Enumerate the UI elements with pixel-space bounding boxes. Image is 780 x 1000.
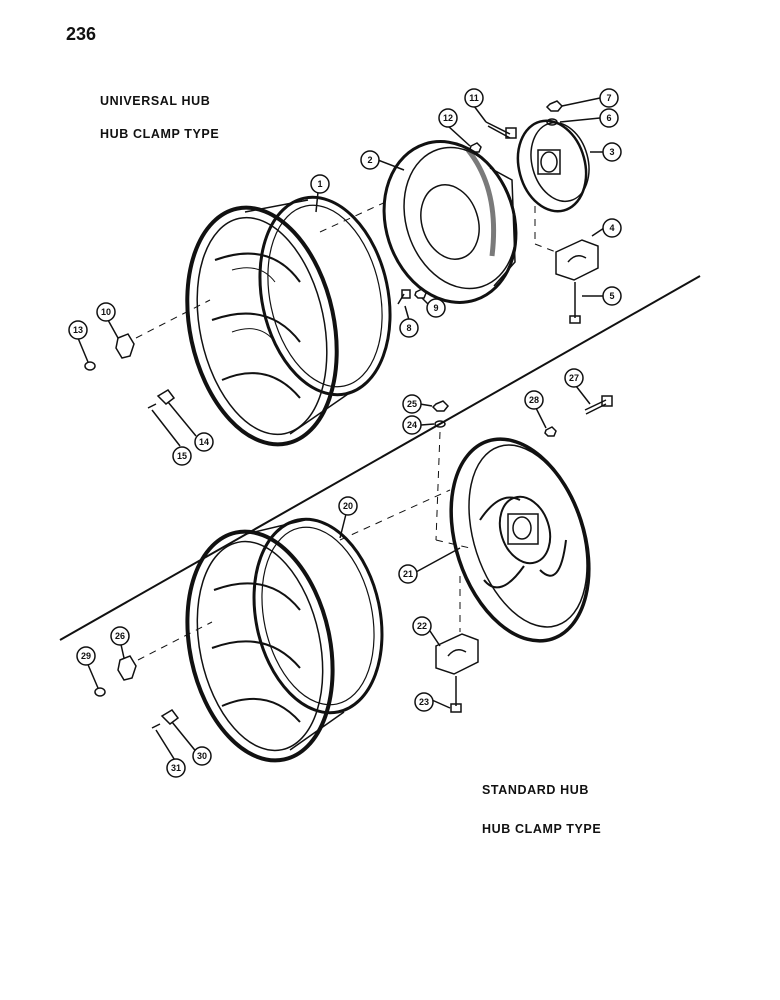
- callout-6: [599, 108, 619, 128]
- callout-26: [110, 626, 130, 646]
- callout-22: [412, 616, 432, 636]
- bolt-31: [151, 723, 161, 729]
- callout-3-label: 3: [609, 147, 614, 157]
- clamp-standard: [435, 633, 479, 675]
- wheel-disc-standard: [449, 437, 591, 643]
- callout-21: [398, 564, 418, 584]
- callout-9-label: 9: [433, 303, 438, 313]
- callout-1-label: 1: [317, 179, 322, 189]
- stud-27: [584, 395, 613, 415]
- callout-26-label: 26: [115, 631, 125, 641]
- callout-12-label: 12: [443, 113, 453, 123]
- callout-27-label: 27: [569, 373, 579, 383]
- nut-24: [434, 420, 446, 428]
- page-number: 236: [66, 24, 97, 44]
- callout-29: [76, 646, 96, 666]
- clamp-26: [117, 655, 137, 681]
- stud-11: [485, 121, 517, 139]
- callout-10-label: 10: [101, 307, 111, 317]
- clip-14: [156, 389, 176, 405]
- callout-24: [402, 415, 422, 435]
- callout-28: [524, 390, 544, 410]
- nut-29: [94, 687, 106, 697]
- callout-1: [310, 174, 330, 194]
- callout-6-label: 6: [606, 113, 611, 123]
- callout-8: [399, 318, 419, 338]
- callout-8-label: 8: [406, 323, 411, 333]
- wheel-disc-universal: [382, 140, 518, 304]
- nut-12: [469, 142, 482, 153]
- callout-10: [96, 302, 116, 322]
- callout-5-label: 5: [609, 291, 614, 301]
- bolt-23: [450, 676, 462, 713]
- bolt-15: [147, 403, 157, 409]
- callout-29-label: 29: [81, 651, 91, 661]
- assembly-lines-standard: [137, 431, 471, 661]
- callout-23-label: 23: [419, 697, 429, 707]
- universal-hub-title: UNIVERSAL HUB: [100, 94, 211, 108]
- callout-4: [602, 218, 622, 238]
- callouts: [77, 97, 605, 763]
- section-divider: [59, 275, 701, 641]
- callout-12: [438, 108, 458, 128]
- clamp-universal: [555, 239, 599, 281]
- callout-30-label: 30: [197, 751, 207, 761]
- bolt-5: [569, 282, 581, 324]
- clip-30: [160, 709, 180, 725]
- callout-21-label: 21: [403, 569, 413, 579]
- nut-13: [84, 361, 96, 371]
- callout-2: [360, 150, 380, 170]
- callout-2-label: 2: [367, 155, 372, 165]
- nut-7: [545, 100, 564, 112]
- callout-31: [166, 758, 186, 778]
- callout-7: [599, 88, 619, 108]
- nut-9: [414, 288, 427, 299]
- nut-28: [544, 426, 557, 437]
- assembly-lines-universal: [135, 199, 557, 339]
- standard-hub-subtitle: HUB CLAMP TYPE: [482, 822, 602, 836]
- callout-7-label: 7: [606, 93, 611, 103]
- callout-23: [414, 692, 434, 712]
- callout-30: [192, 746, 212, 766]
- nut-25: [431, 400, 450, 412]
- callout-20: [338, 496, 358, 516]
- callout-25-label: 25: [407, 399, 417, 409]
- rim-universal: [185, 195, 392, 447]
- rim-standard: [185, 517, 384, 763]
- callout-4-label: 4: [609, 223, 614, 233]
- standard-hub-title: STANDARD HUB: [482, 783, 589, 797]
- callout-11: [464, 88, 484, 108]
- universal-hub-subtitle: HUB CLAMP TYPE: [100, 127, 220, 141]
- hub-universal: [516, 119, 590, 213]
- callout-14: [194, 432, 214, 452]
- callout-3: [602, 142, 622, 162]
- callout-15: [172, 446, 192, 466]
- clamp-10: [115, 333, 135, 359]
- callout-5: [602, 286, 622, 306]
- callout-20-label: 20: [343, 501, 353, 511]
- callout-31-label: 31: [171, 763, 181, 773]
- callout-22-label: 22: [417, 621, 427, 631]
- callout-25: [402, 394, 422, 414]
- washer-6: [546, 118, 558, 126]
- callout-9: [426, 298, 446, 318]
- callout-14-label: 14: [199, 437, 209, 447]
- callout-15-label: 15: [177, 451, 187, 461]
- callout-28-label: 28: [529, 395, 539, 405]
- callout-13: [68, 320, 88, 340]
- callout-24-label: 24: [407, 420, 417, 430]
- callout-11-label: 11: [469, 93, 479, 103]
- callout-27: [564, 368, 584, 388]
- bolt-8: [397, 289, 411, 305]
- callout-13-label: 13: [73, 325, 83, 335]
